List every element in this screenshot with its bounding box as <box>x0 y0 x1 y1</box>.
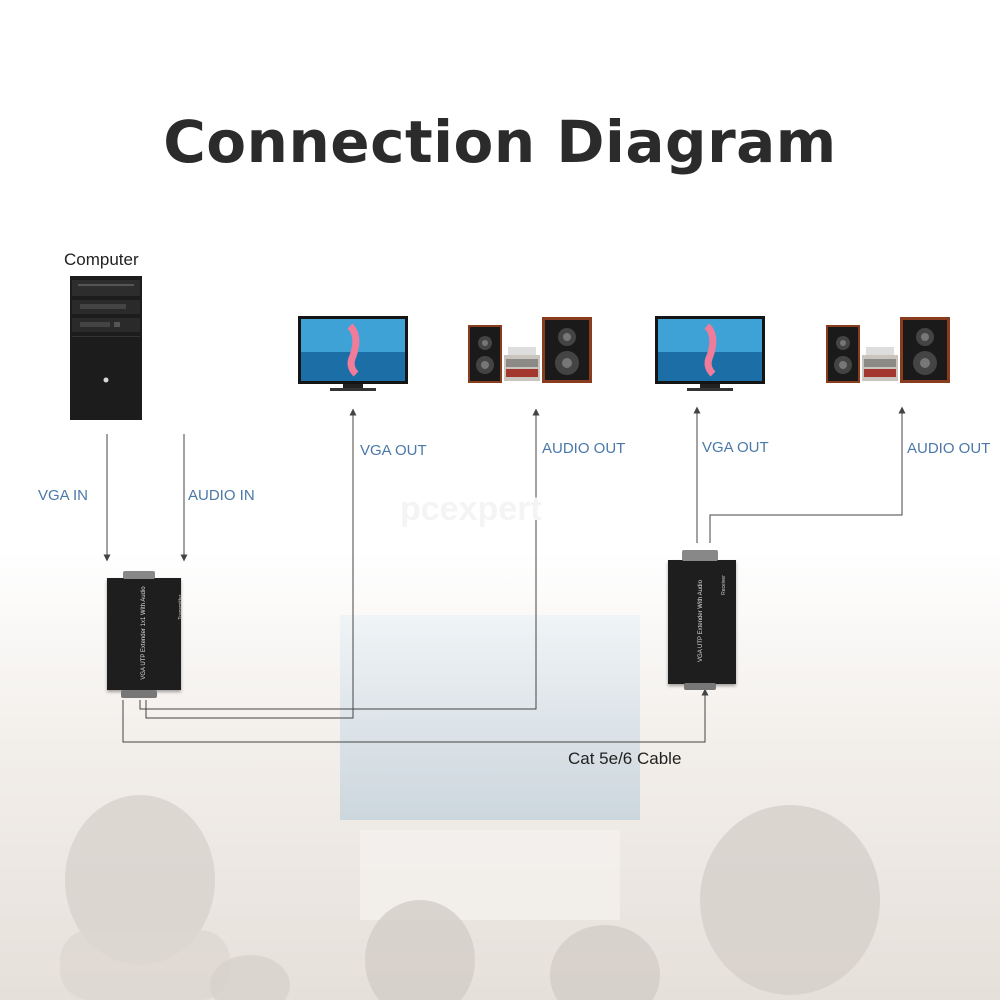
computer-label: Computer <box>64 250 139 269</box>
receiver-port-top <box>682 550 718 561</box>
audio-out-1-label: AUDIO OUT <box>542 440 626 457</box>
receiver-port-bottom <box>684 683 716 690</box>
transmitter-port-bottom <box>121 690 157 698</box>
speakers-1 <box>468 317 592 383</box>
transmitter-device: VGA UTP Extender 1x1 With Audio Transmit… <box>107 571 184 698</box>
page-title: Connection Diagram <box>163 108 837 176</box>
vga-in-label: VGA IN <box>38 487 89 504</box>
receiver-device: VGA UTP Extender With Audio Receiver <box>668 550 736 690</box>
audio-in-label: AUDIO IN <box>188 487 255 504</box>
bg-tv <box>340 615 640 820</box>
tv-monitor-2 <box>655 316 765 391</box>
speakers-2 <box>826 317 950 383</box>
vga-out-2-label: VGA OUT <box>702 439 769 456</box>
transmitter-tag: Transmitter <box>178 594 184 620</box>
computer-tower <box>70 276 142 420</box>
bg-person-left <box>65 795 215 965</box>
receiver-label: VGA UTP Extender With Audio <box>698 580 704 662</box>
tv-monitor-1 <box>298 316 408 391</box>
cable-label: Cat 5e/6 Cable <box>568 749 682 768</box>
receiver-tag: Receiver <box>721 575 727 595</box>
bg-person-right <box>700 805 880 995</box>
audio-out-2-label: AUDIO OUT <box>907 440 991 457</box>
vga-out-1-label: VGA OUT <box>360 442 427 459</box>
transmitter-port-top <box>123 571 155 579</box>
transmitter-label: VGA UTP Extender 1x1 With Audio <box>141 586 147 680</box>
watermark: pcexpert <box>400 490 542 528</box>
